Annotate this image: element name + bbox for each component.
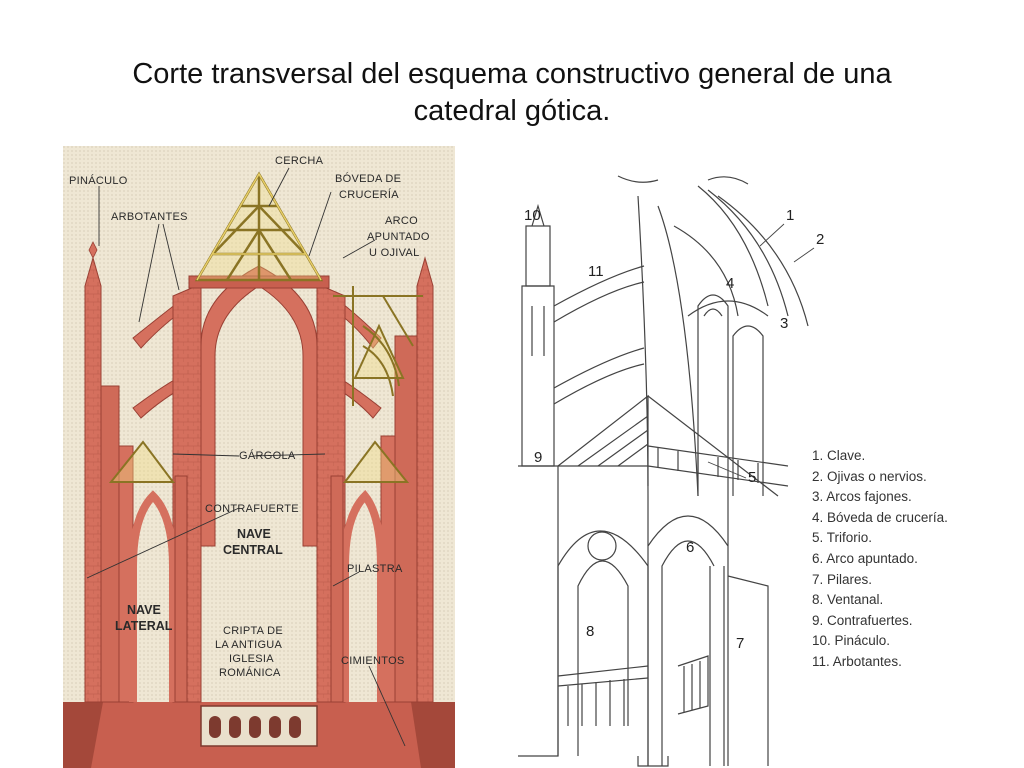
legend-item: 9. Contrafuertes.	[812, 612, 913, 628]
legend-item: 7. Pilares.	[812, 571, 873, 587]
title-line-1: Corte transversal del esquema constructi…	[132, 58, 892, 90]
callout-4: 4	[726, 275, 734, 292]
callout-10: 10	[524, 207, 541, 224]
columns	[174, 475, 344, 703]
callout-7: 7	[736, 635, 744, 652]
legend-item: 10. Pináculo.	[812, 633, 891, 649]
label-cripta-3: IGLESIA	[229, 653, 274, 665]
callout-11: 11	[588, 263, 604, 280]
cathedral-cross-section-illustration: PINÁCULO ARBOTANTES CERCHA BÓVEDA DE CRU…	[63, 146, 455, 768]
label-contrafuerte: CONTRAFUERTE	[205, 503, 299, 515]
timber-scaffold	[333, 286, 423, 406]
callout-leaders	[707, 223, 815, 479]
label-cimientos: CIMIENTOS	[341, 655, 405, 667]
label-pinaculo: PINÁCULO	[69, 174, 128, 187]
label-nave-lateral-1: NAVE	[127, 603, 161, 617]
legend-item: 11. Arbotantes.	[812, 653, 902, 669]
label-nave-central-1: NAVE	[237, 527, 271, 541]
legend: 1. Clave. 2. Ojivas o nervios. 3. Arcos …	[812, 446, 1012, 673]
perspective-numbers: 1 2 3 4 5 6 7 8 9 10 11	[524, 207, 824, 652]
aisle-roofs	[108, 323, 410, 483]
label-cripta-1: CRIPTA DE	[223, 625, 283, 637]
perspective-line-art	[518, 175, 809, 767]
label-arco-2: APUNTADO	[367, 231, 430, 243]
label-boveda-2: CRUCERÍA	[339, 188, 399, 201]
aisle-arches	[129, 490, 385, 702]
timber-highlights	[196, 172, 322, 281]
label-cercha: CERCHA	[275, 155, 324, 167]
right-buttress	[380, 256, 434, 703]
label-arbotantes: ARBOTANTES	[111, 211, 188, 223]
legend-item: 5. Triforio.	[812, 530, 873, 546]
callout-1: 1	[786, 207, 794, 224]
label-gargola: GÁRGOLA	[239, 449, 296, 462]
leader-lines	[86, 167, 406, 747]
title-line-2: catedral gótica.	[413, 95, 611, 127]
callout-8: 8	[586, 623, 594, 640]
diagram-labels: PINÁCULO ARBOTANTES CERCHA BÓVEDA DE CRU…	[69, 155, 430, 679]
label-arco-1: ARCO	[385, 215, 418, 227]
slide-title: Corte transversal del esquema constructi…	[40, 56, 984, 130]
label-cripta-2: LA ANTIGUA	[215, 639, 283, 651]
callout-5: 5	[748, 469, 756, 486]
legend-item: 8. Ventanal.	[812, 592, 884, 608]
callout-6: 6	[686, 539, 694, 556]
foundation	[63, 702, 455, 768]
legend-item: 4. Bóveda de crucería.	[812, 509, 948, 525]
left-buttress	[84, 241, 134, 703]
callout-9: 9	[534, 449, 542, 466]
label-nave-lateral-2: LATERAL	[115, 619, 173, 633]
cathedral-perspective-illustration: 1 2 3 4 5 6 7 8 9 10 11	[518, 175, 824, 767]
legend-item: 3. Arcos fajones.	[812, 489, 912, 505]
callout-3: 3	[780, 315, 788, 332]
legend-item: 6. Arco apuntado.	[812, 550, 918, 566]
label-boveda-1: BÓVEDA DE	[335, 172, 401, 185]
legend-item: 1. Clave.	[812, 448, 866, 463]
legend-item: 2. Ojivas o nervios.	[812, 468, 927, 484]
callout-2: 2	[816, 231, 824, 248]
label-cripta-4: ROMÁNICA	[219, 666, 281, 679]
label-nave-central-2: CENTRAL	[223, 543, 283, 557]
label-arco-3: U OJIVAL	[369, 247, 420, 259]
label-pilastra: PILASTRA	[347, 563, 403, 575]
